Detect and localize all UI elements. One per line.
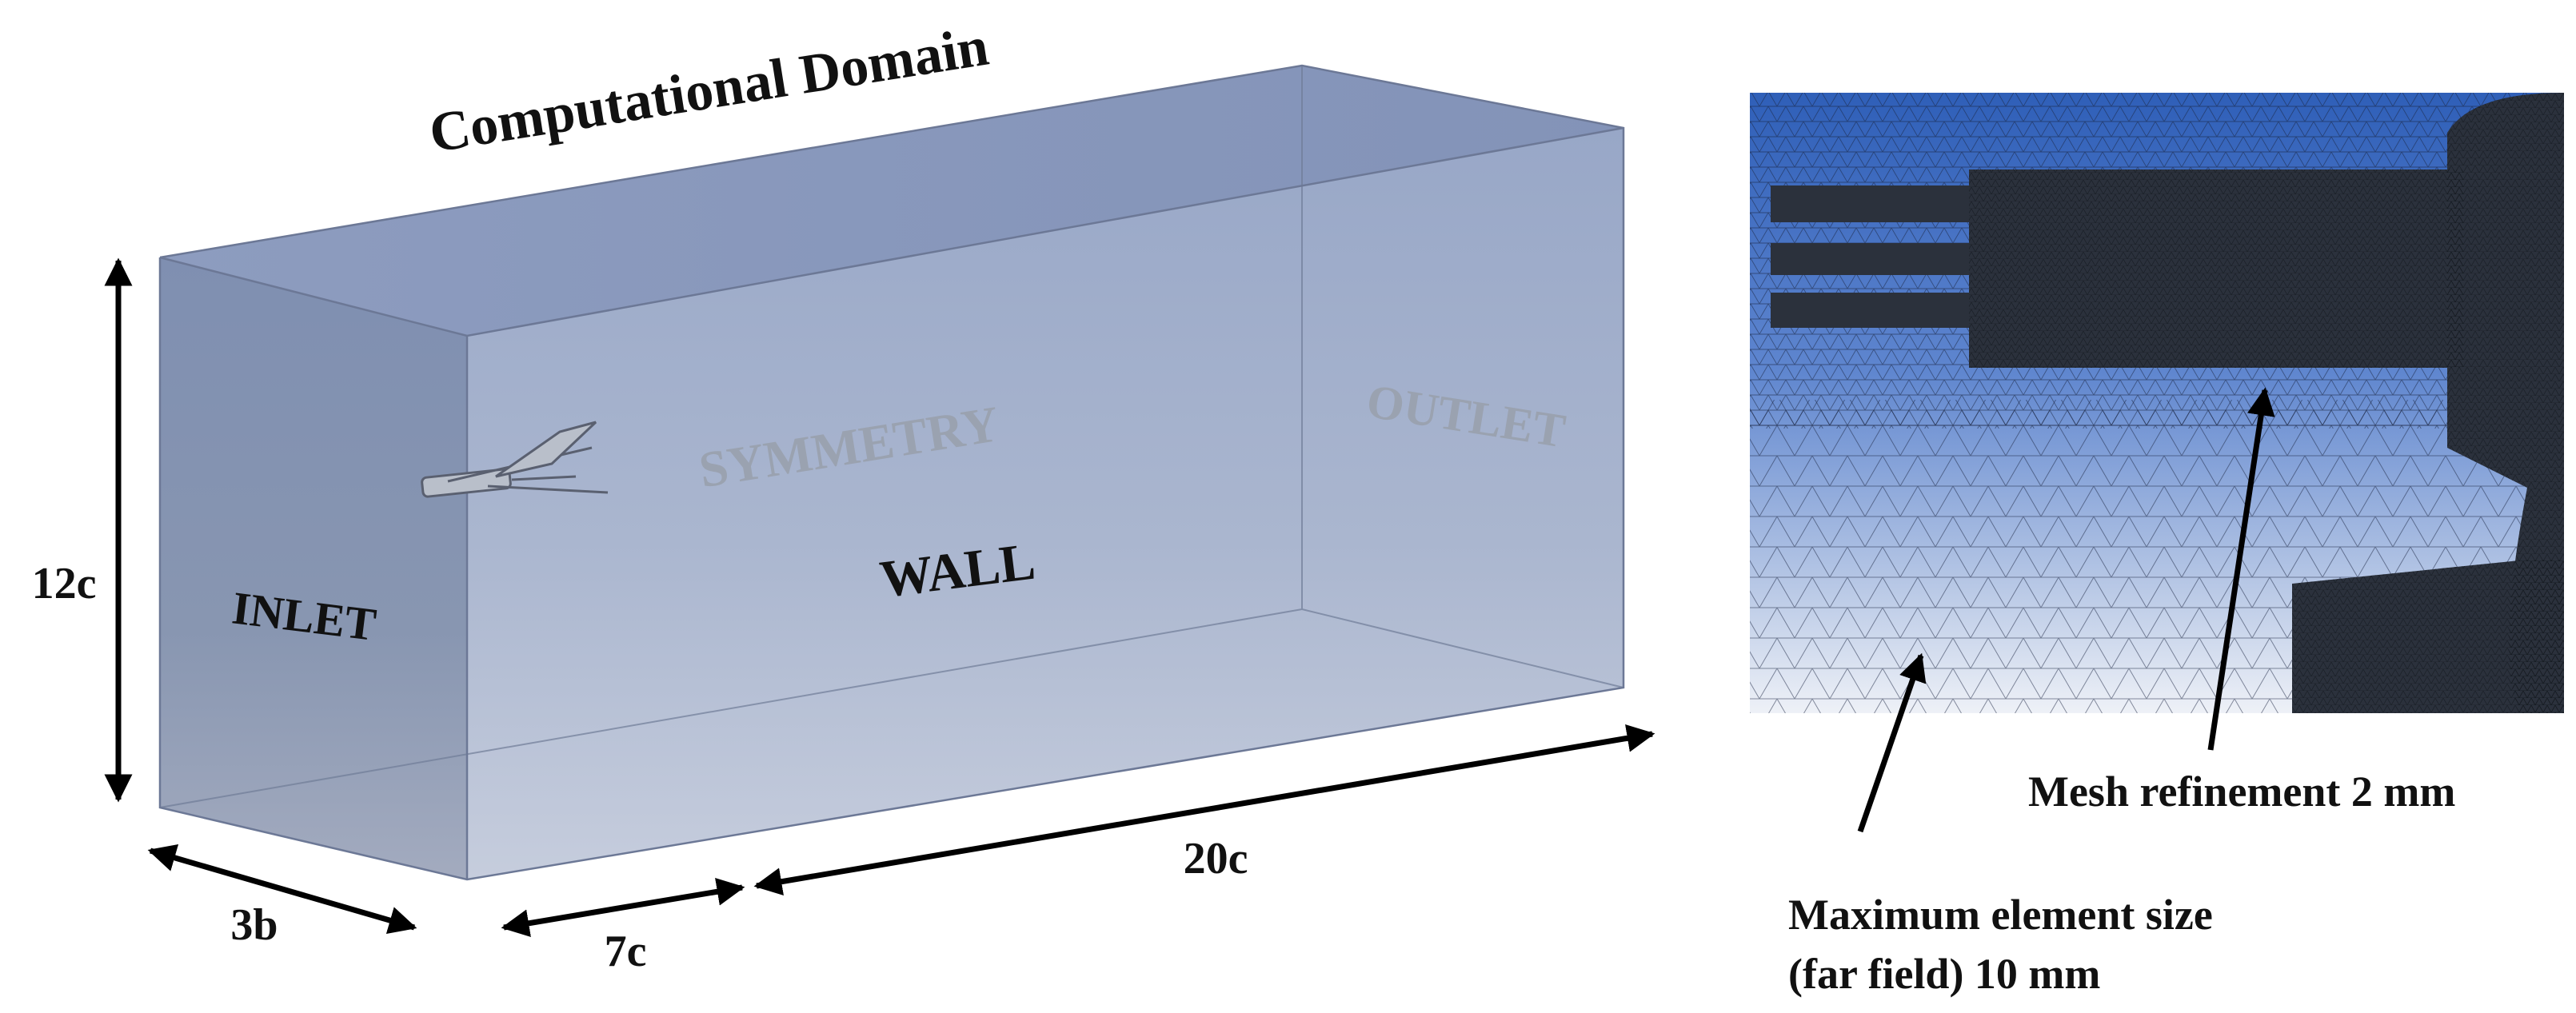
max-element-size-label-line2: (far field) 10 mm: [1788, 950, 2100, 998]
mesh-refinement-label: Mesh refinement 2 mm: [2028, 768, 2455, 816]
upstream-arrow: [501, 877, 745, 938]
aircraft-model-icon: [421, 421, 609, 498]
height-label: 12c: [32, 559, 97, 608]
box-top-face: [160, 66, 1623, 336]
box-front-face: [467, 128, 1623, 879]
max-element-size-label-line1: Maximum element size: [1788, 891, 2213, 939]
depth-arrow: [147, 844, 417, 935]
downstream-label: 20c: [1184, 834, 1248, 883]
downstream-arrow: [753, 724, 1655, 895]
refinement-arrow: [2207, 387, 2275, 751]
mesh-detail-image: [1750, 93, 2564, 713]
upstream-label: 7c: [605, 927, 647, 976]
mesh-annotation-arrows: [1857, 387, 2275, 833]
depth-label: 3b: [230, 900, 278, 950]
box-edges: [158, 64, 1625, 881]
domain-box: SYMMETRY OUTLET WALL INLET: [158, 64, 1625, 881]
dimension-arrows: [104, 257, 1655, 938]
max-size-arrow: [1857, 652, 1927, 833]
box-side-face: [160, 257, 467, 879]
box-hidden-edges: [159, 66, 1624, 808]
